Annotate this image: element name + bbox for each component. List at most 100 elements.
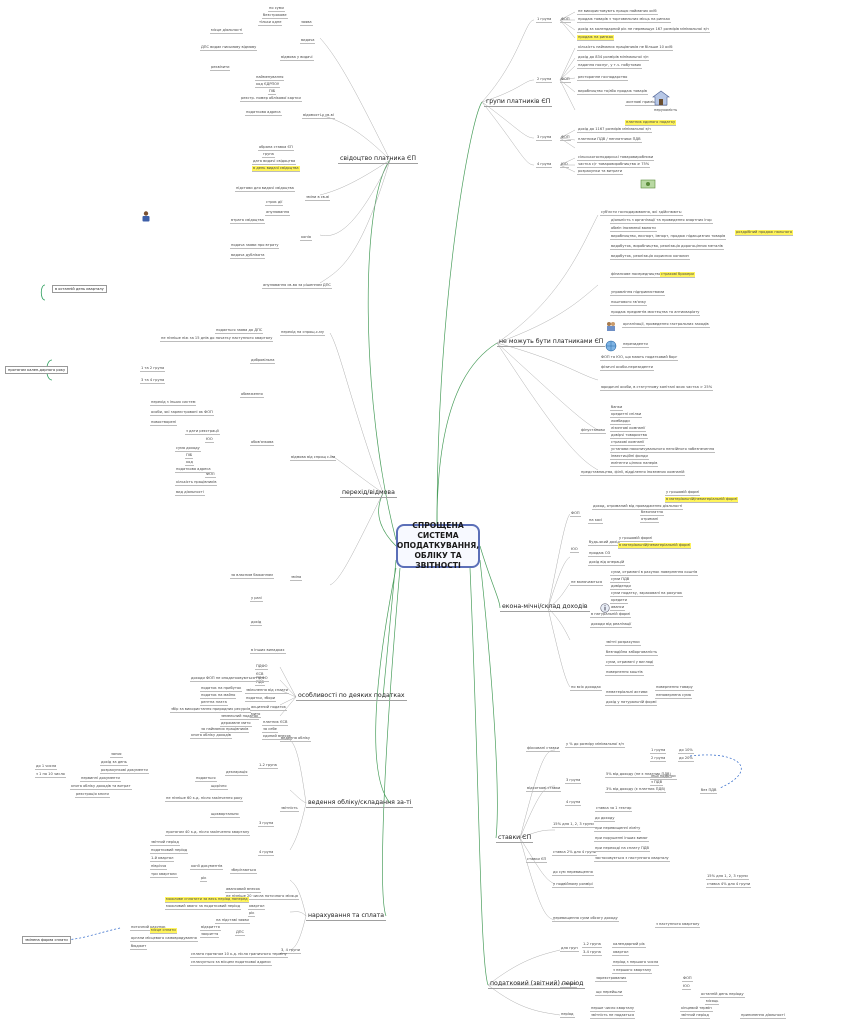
- ft-f9: рентна плата: [200, 700, 228, 706]
- ac-a7: декларація: [225, 770, 249, 776]
- np-a24: інвестиційні фонди: [610, 454, 649, 460]
- np-a2: діяльність з організації та проведення а…: [610, 218, 713, 224]
- inc-i29: неповернена сума: [655, 693, 692, 699]
- tr-t2: подається заява до ДПС: [215, 328, 264, 334]
- inc-i28: повернення товару: [655, 685, 694, 691]
- np-a13: ФОП та ЮО, що мають податковий борг: [600, 355, 679, 361]
- rt-s23: застосовується з наступного кварталу: [594, 856, 670, 862]
- ft-f16: за себе: [262, 727, 278, 733]
- rt-s5: 2 група: [650, 756, 667, 762]
- np-a8: управління підприємствами: [610, 290, 666, 296]
- person-icon: [142, 211, 150, 222]
- ft-f11: земельний податок: [220, 714, 260, 720]
- rt-s21: при порушенні інших вимог: [594, 836, 649, 842]
- g1-sale: продаж товарів з торговельних місць на р…: [577, 17, 672, 23]
- reg-r6: ДПС видає письмову відмову: [200, 45, 258, 51]
- tp-18: кінцевий термін: [680, 1006, 713, 1012]
- tr-t15: ФОП: [205, 472, 216, 478]
- branch-tax-period: [469, 567, 489, 986]
- note-payment: змінена форма сплати: [22, 936, 71, 944]
- np-a14: фізичні особи-нерезиденти: [600, 365, 654, 371]
- rt-s7: відсоткові ставки: [526, 786, 562, 792]
- central-line-1: СПРОЩЕНА СИСТЕМА: [412, 521, 464, 540]
- np-a25: емітенти цінних паперів: [610, 461, 659, 467]
- rt-s1: фіксовані ставки: [526, 746, 561, 752]
- inc-i22: звітні розрахунки: [605, 640, 641, 646]
- tr-t17: ПІБ: [185, 453, 194, 459]
- branch-rates: [479, 559, 498, 839]
- branch-not-payers: [436, 342, 498, 525]
- reg-r16: обрана ставка ЄП: [258, 145, 294, 151]
- reg-r11: код ЄДРПОУ: [255, 82, 281, 88]
- pay-p8: закриття: [200, 932, 220, 938]
- tp-2: 1-2 група: [582, 942, 602, 948]
- tp-12: ЮО: [682, 984, 691, 990]
- np-a18: кредитні спілки: [610, 412, 643, 418]
- pay-p15: сплачується за місцем податкової адреси: [190, 960, 272, 966]
- reg-r2: безстрокове: [262, 13, 288, 19]
- note-transition: протягом кален-дарного року: [5, 366, 69, 374]
- tr-t5: 3 та 4 група: [140, 378, 166, 384]
- inc-i9: у грошовій формі: [618, 536, 653, 542]
- tr-t26: в інших випадках: [250, 648, 286, 654]
- reg-r24: втрата свідоцтва: [230, 218, 265, 224]
- ac-a1: ведення обліку: [280, 736, 312, 742]
- g2-workers: кількість найманих працівників не більше…: [577, 45, 674, 51]
- tp-10: що перейшли: [595, 990, 624, 996]
- branch-registration: [367, 159, 397, 541]
- tr-t19: податкова адреса: [175, 467, 212, 473]
- branch-income: [479, 545, 501, 609]
- tp-15: період: [560, 1012, 575, 1018]
- inc-i25: повернення коштів: [605, 670, 644, 676]
- np-a17: банки: [610, 405, 624, 411]
- pay-highlight-2: місце сплати: [150, 928, 177, 934]
- tp-19: звітний період: [680, 1013, 710, 1019]
- pay-p7: відкриття: [200, 925, 221, 931]
- pay-p12: бюджет: [130, 944, 148, 950]
- central-topic: СПРОЩЕНА СИСТЕМА ОПОДАТКУВАННЯ, ОБЛІКУ Т…: [396, 521, 480, 570]
- rt-s17: 15% для 1, 2, 3 групи: [552, 822, 595, 828]
- np-highlight-brokers: страхові брокери: [660, 272, 695, 278]
- inc-i5: безоплатно: [640, 510, 665, 516]
- topic-tax-period: податковий (звітний) період: [488, 980, 586, 989]
- house-label: нерухомість: [654, 108, 678, 112]
- ac-a17: книга обліку доходів та витрат: [70, 784, 132, 790]
- g3-income-limit: дохід до 1167 розмірів мінімальної з/п: [577, 127, 652, 133]
- inc-i1: ФОП: [570, 511, 581, 517]
- reg-r17: група: [262, 152, 275, 158]
- ft-f3: ПДВ: [255, 680, 265, 686]
- np-a15: юридичні особи, в статутному капіталі як…: [600, 385, 714, 391]
- g4-refund: розрахунки та витрати: [577, 169, 624, 175]
- tp-4: календарний рік: [612, 942, 646, 948]
- np-a22: страхові компанії: [610, 440, 646, 446]
- reg-r15: податкова адреса: [245, 110, 282, 116]
- inc-i23: безнадійна заборгованість: [605, 650, 659, 656]
- reg-r20: підстави для видачі свідоцтва: [235, 186, 295, 192]
- inc-i11: дохід від операцій: [588, 560, 626, 566]
- group-2-fop: ФОП: [560, 77, 571, 83]
- ac-a18: реєстрація книги: [75, 792, 110, 798]
- inc-i13: суми, отримані в рахунок повернення кошт…: [610, 570, 699, 576]
- reg-r8: заява: [300, 20, 313, 26]
- rt-s16: ставки ЄП: [526, 857, 548, 863]
- ac-a12: протягом 40 к.д. після закінчення кварта…: [165, 830, 251, 836]
- ac-a14: дохід за день: [100, 760, 128, 766]
- ac-a27: копії документів: [190, 864, 224, 870]
- np-a5: видобуток, виробництво, реалізація дорог…: [610, 244, 724, 250]
- reg-r13: реєстр. номер облікової картки: [240, 96, 302, 102]
- reg-r1: по суми: [268, 6, 285, 12]
- central-line-3: ОБЛІКУ ТА ЗВІТНОСТІ: [414, 551, 462, 570]
- tp-8: для осіб: [560, 982, 578, 988]
- rt-s27: ставка 4% для 4 групи: [706, 882, 752, 888]
- pay-p10: поточний рахунок: [130, 925, 167, 931]
- ac-a4: 1-2 група: [258, 763, 278, 769]
- tr-t21: вид діяльності: [175, 490, 205, 496]
- np-a20: лізингові компанії: [610, 426, 647, 432]
- rt-s2: у % до розміру мінімальної з/п: [565, 742, 625, 748]
- topic-features: особливості по деяких податках: [296, 692, 407, 701]
- topic-transition: перехід/відмова: [340, 489, 397, 498]
- reg-r5: місце діяльності: [210, 28, 244, 34]
- pay-p13: 3, 4 групи: [280, 948, 301, 954]
- g2-income-limit: дохід до 834 розмірів мінімальної з/п: [577, 55, 650, 61]
- np-a11: організації, проведення гастрольних захо…: [622, 322, 710, 328]
